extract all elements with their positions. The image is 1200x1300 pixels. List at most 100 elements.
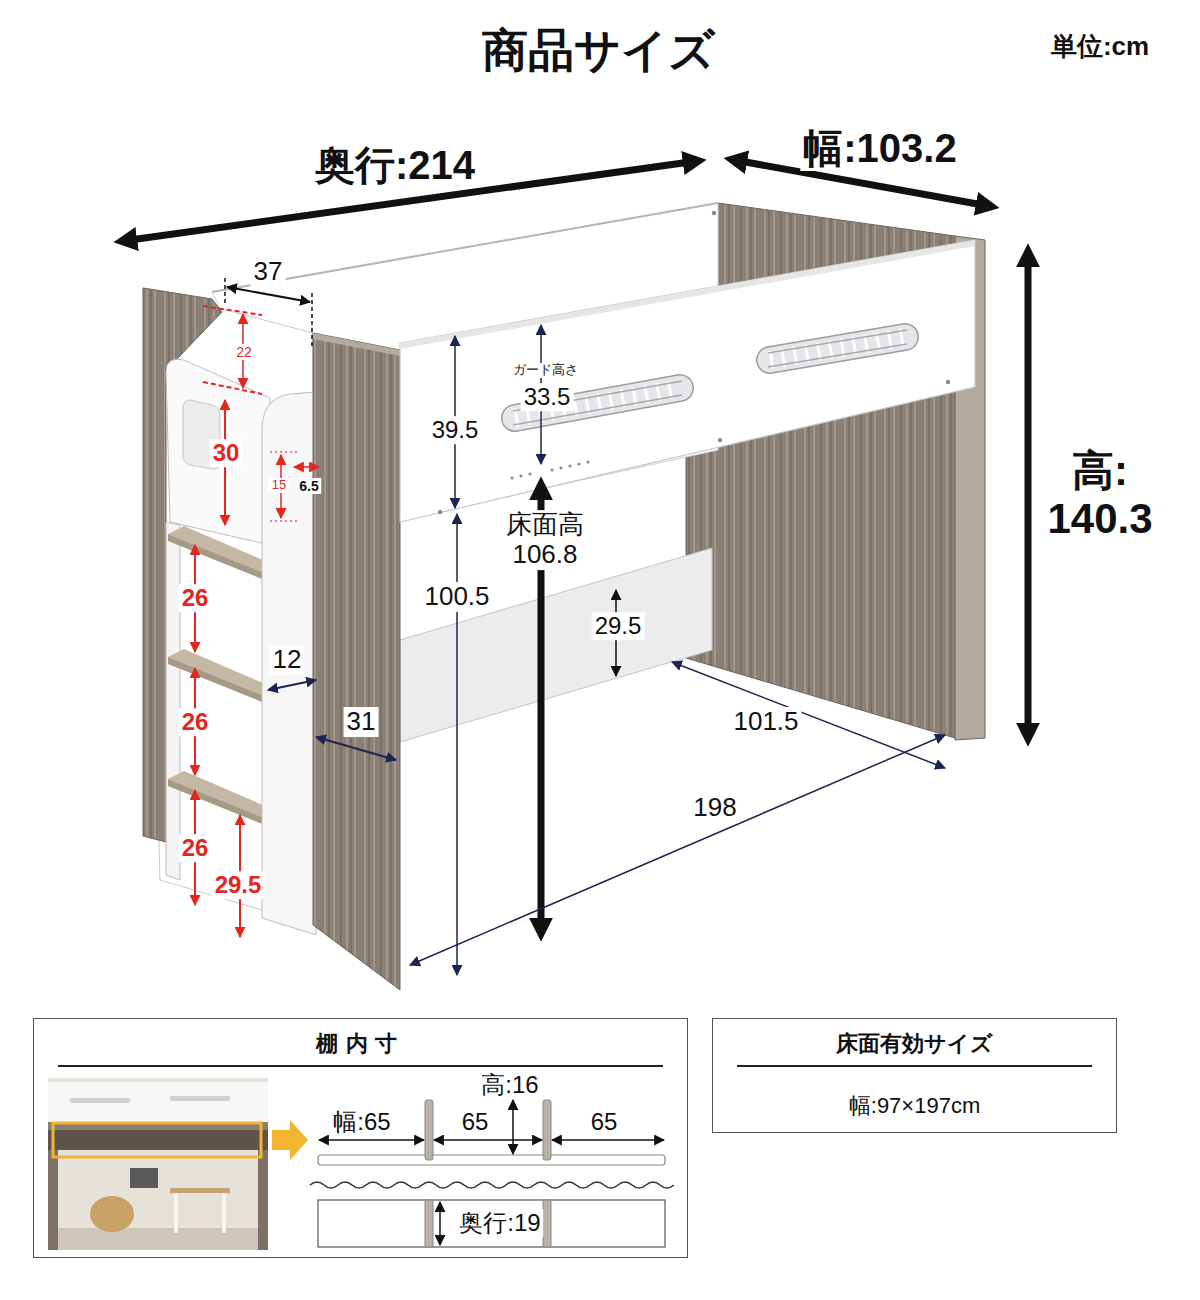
- label-anchor: 奥行:19: [456, 1209, 543, 1237]
- divider: [425, 1100, 433, 1160]
- label-anchor: 15: [269, 475, 289, 493]
- dimension-value: 33.5: [521, 383, 574, 411]
- pointer-arrow: [272, 1120, 308, 1160]
- label-anchor: 101.5: [730, 707, 801, 737]
- dimension-arrow: [319, 1139, 424, 1141]
- height-arrow: [1025, 260, 1032, 730]
- dimension-value: 6.5: [296, 478, 321, 494]
- extension-line: [203, 382, 262, 394]
- step: [168, 526, 272, 572]
- label-anchor: 床面高 106.8: [499, 510, 591, 570]
- text-block: 幅:97×197cm: [713, 1093, 1116, 1121]
- step: [168, 649, 272, 695]
- dimension-value: 101.5: [730, 707, 801, 737]
- label-anchor: 33.5: [521, 383, 574, 411]
- wire-rail: [768, 330, 907, 353]
- photo-floor: [58, 1228, 258, 1250]
- slot: [770, 337, 905, 360]
- dimension-value: 198: [690, 793, 739, 823]
- shelf-plan: [318, 1200, 665, 1247]
- label-anchor: 26: [179, 708, 212, 736]
- photo-slot: [70, 1098, 130, 1103]
- step-edge: [168, 779, 262, 824]
- front-guard: [400, 211, 975, 522]
- label-anchor: 高: 140.3: [1038, 447, 1163, 544]
- divider: [543, 1200, 551, 1247]
- panel-heading: 床面有効サイズ: [836, 1031, 993, 1056]
- ladder-dimension: 29.5: [212, 871, 265, 899]
- divider: [543, 1100, 551, 1160]
- screw: [718, 438, 722, 442]
- dimension-arrow: [434, 1139, 542, 1141]
- dimension-value: 37: [251, 257, 286, 287]
- ladder-stringer: [262, 392, 316, 935]
- screw: [946, 380, 950, 384]
- photo-post: [258, 1150, 268, 1250]
- hole: [550, 468, 553, 471]
- wire-mesh: [770, 337, 905, 360]
- panel-top-edge: [313, 333, 400, 356]
- text-block: 棚内寸: [58, 1031, 663, 1067]
- dimension-caption: ガード高さ: [510, 363, 581, 378]
- ladder-dimension: 26: [179, 584, 212, 612]
- ladder-stringer: [166, 522, 180, 880]
- photo-shelf: [48, 1130, 268, 1150]
- photo-desk: [170, 1188, 230, 1193]
- hole: [577, 462, 580, 465]
- photo-slot: [170, 1096, 230, 1101]
- label-anchor: 12: [270, 645, 305, 675]
- photo-desk-leg: [174, 1193, 178, 1233]
- ladder-dimension: 22: [233, 344, 255, 360]
- dimension-arrow: [410, 735, 945, 965]
- bottom-board: [400, 548, 712, 742]
- shelf-figure: [310, 1100, 674, 1247]
- dimension-arrow: [294, 466, 319, 468]
- ladder-dimension: 15: [269, 478, 289, 493]
- dimension-arrow: [439, 1202, 441, 1245]
- text-block: 床面有効サイズ: [737, 1031, 1092, 1067]
- label-anchor: 39.5: [429, 416, 482, 444]
- extension-line: [203, 306, 262, 315]
- screw: [438, 510, 442, 514]
- shelf-dimension: 65: [459, 1108, 492, 1136]
- label-anchor: 100.5: [421, 582, 492, 612]
- extension-line: [270, 451, 298, 453]
- extension-line: [270, 520, 298, 522]
- photo-box: [130, 1168, 158, 1188]
- overall-dimension: 奥行:214: [312, 142, 478, 188]
- photo-basket: [90, 1196, 134, 1232]
- dimension-arrow: [552, 1139, 664, 1141]
- photo-desk-leg: [222, 1193, 226, 1233]
- ladder-end: [143, 288, 400, 990]
- dimension-value: 床面高 106.8: [499, 510, 591, 570]
- hole: [586, 460, 589, 463]
- label-anchor: 幅:65: [330, 1108, 393, 1136]
- label-anchor: 26: [179, 834, 212, 862]
- label-anchor: 幅:103.2: [800, 125, 959, 171]
- divider: [425, 1200, 433, 1247]
- step-edge: [168, 657, 262, 702]
- label-anchor: 65: [588, 1108, 621, 1136]
- hole: [559, 466, 562, 469]
- extension-line: [311, 293, 313, 346]
- label-anchor: 22: [233, 343, 255, 361]
- hole: [519, 474, 522, 477]
- panel-value: 幅:97×197cm: [849, 1093, 980, 1118]
- extension-line: [224, 278, 226, 304]
- dimension-arrow: [227, 287, 310, 302]
- slot-outline: [770, 337, 905, 360]
- label-anchor: 6.5: [296, 477, 321, 495]
- shelf-dimension: 65: [588, 1108, 621, 1136]
- label-anchor: 26: [179, 584, 212, 612]
- dimension-value: 31: [344, 707, 379, 737]
- hole: [528, 472, 531, 475]
- title-anchor: 商品サイズ: [482, 24, 715, 77]
- label-anchor: 31: [344, 707, 379, 737]
- hole: [510, 476, 513, 479]
- label-anchor: 37: [251, 257, 286, 287]
- ladder-dimension: 26: [179, 834, 212, 862]
- label-anchor: 29.5: [592, 612, 645, 640]
- wire-rail: [768, 344, 907, 367]
- ladder-grip-board: [166, 359, 270, 545]
